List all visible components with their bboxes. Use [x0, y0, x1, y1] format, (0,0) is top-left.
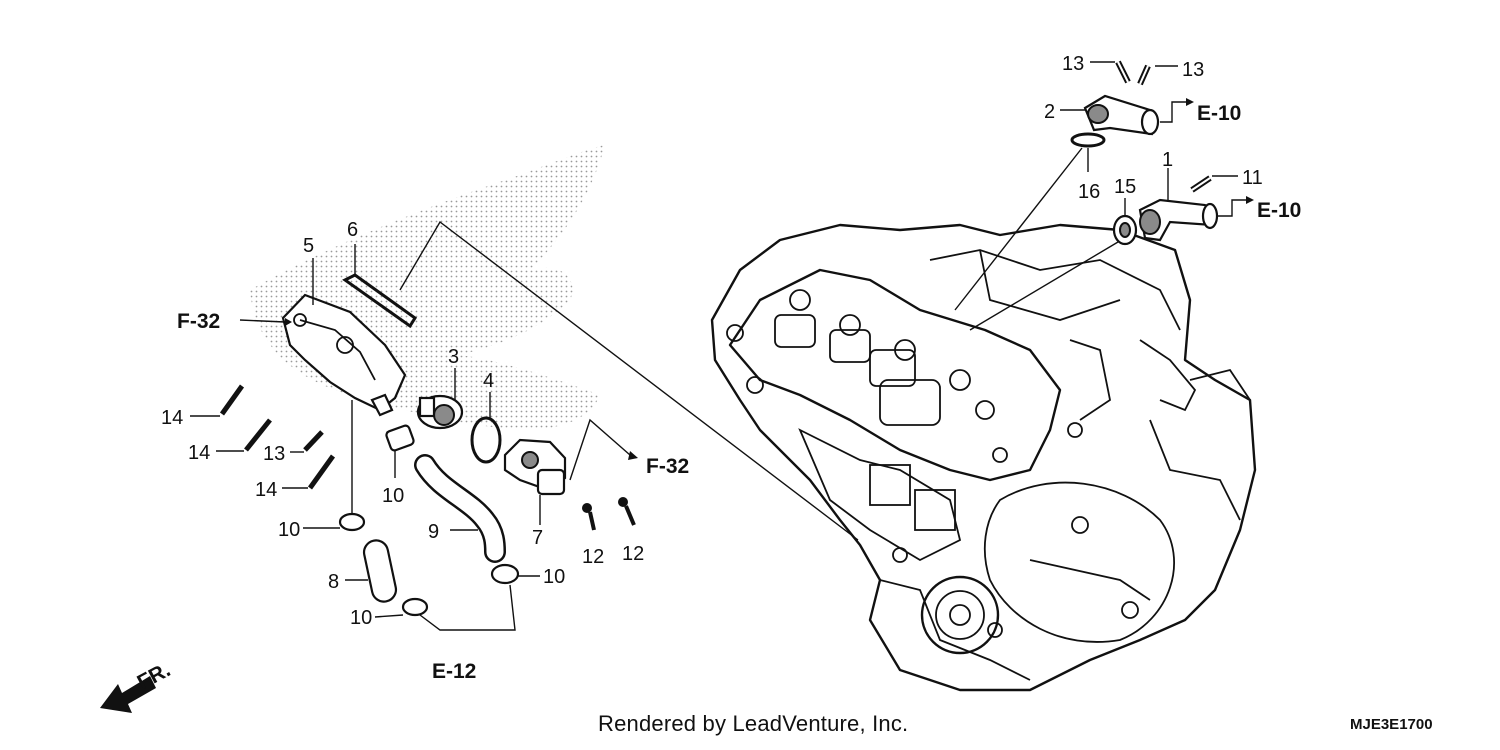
- callout-12-a: 12: [582, 546, 604, 568]
- callout-16: 16: [1078, 181, 1100, 203]
- bolt-13-top-right: [1137, 64, 1151, 86]
- thermostat-3: [416, 394, 464, 430]
- callout-13-top-right: 13: [1182, 59, 1204, 81]
- callout-13-left: 13: [263, 443, 285, 465]
- callout-9: 9: [428, 521, 439, 543]
- clamp-10-a: [385, 424, 415, 452]
- water-pipe-1: [1138, 198, 1219, 242]
- bolt-14-c: [307, 454, 336, 490]
- callout-4: 4: [483, 370, 494, 392]
- callout-12-b: 12: [622, 543, 644, 565]
- ref-f-32-left: F-32: [177, 310, 220, 333]
- bolt-14-b: [244, 418, 272, 452]
- callout-10-c: 10: [543, 566, 565, 588]
- callout-11: 11: [1242, 167, 1263, 189]
- callout-14-a: 14: [161, 407, 183, 429]
- callout-6: 6: [347, 219, 358, 241]
- grommet-15: [1112, 214, 1138, 246]
- thermostat-housing-5: [281, 293, 407, 417]
- bolt-14-a: [219, 384, 245, 416]
- diagram-code: MJE3E1700: [1350, 716, 1433, 733]
- ref-e-10-middle: E-10: [1257, 199, 1301, 222]
- callout-10-a: 10: [382, 485, 404, 507]
- ref-e-10-top: E-10: [1197, 102, 1241, 125]
- bolt-11: [1190, 175, 1212, 193]
- ref-e-12: E-12: [432, 660, 476, 683]
- hose-8: [362, 539, 398, 603]
- thermostat-cover-7: [503, 438, 567, 496]
- ref-f-32-right: F-32: [646, 455, 689, 478]
- callout-10-d: 10: [350, 607, 372, 629]
- bolt-13-top-left: [1115, 60, 1131, 84]
- callout-15: 15: [1114, 176, 1136, 198]
- callout-14-c: 14: [255, 479, 277, 501]
- bolt-12-left: [582, 503, 596, 531]
- water-outlet-elbow: [1083, 94, 1160, 136]
- bolt-12-right: [618, 497, 636, 526]
- front-direction-arrow: [100, 676, 156, 713]
- rendered-by-credit: Rendered by LeadVenture, Inc.: [598, 711, 909, 736]
- clamp-10-d: [490, 563, 520, 585]
- callout-13-top-left: 13: [1062, 53, 1084, 75]
- clamp-10-c: [401, 597, 429, 617]
- callout-1: 1: [1162, 149, 1173, 171]
- callout-14-b: 14: [188, 442, 210, 464]
- o-ring-4: [470, 416, 502, 464]
- callout-10-b: 10: [278, 519, 300, 541]
- o-ring-16: [1070, 132, 1106, 148]
- callout-8: 8: [328, 571, 339, 593]
- clamp-10-b: [338, 512, 366, 532]
- callout-3: 3: [448, 346, 459, 368]
- callout-2: 2: [1044, 101, 1055, 123]
- engine-assembly: [710, 223, 1257, 692]
- callout-7: 7: [532, 527, 543, 549]
- shaded-gasket-area: [250, 145, 605, 430]
- callout-5: 5: [303, 235, 314, 257]
- bolt-13-left: [303, 430, 324, 452]
- gasket-6: [342, 273, 418, 329]
